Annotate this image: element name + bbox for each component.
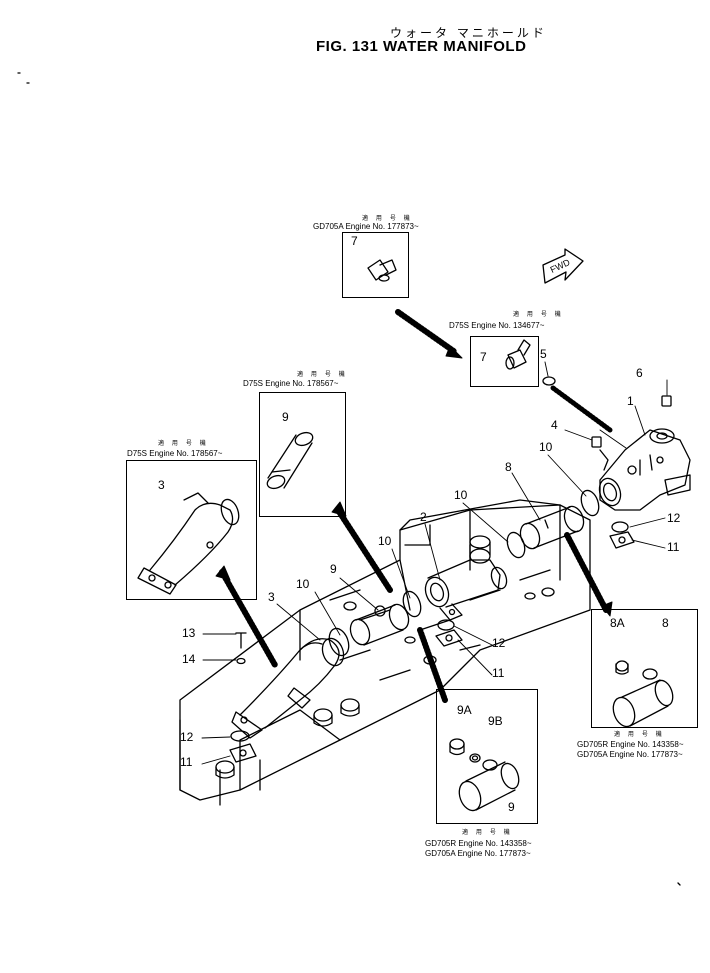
inset-box-pipe <box>259 392 346 517</box>
inset-applicability: GD705A Engine No. 177873~ <box>577 750 683 759</box>
callout-3: 3 <box>268 590 275 604</box>
callout-5: 5 <box>540 347 547 361</box>
callout-10: 10 <box>378 534 392 548</box>
pipe-9-installed <box>349 603 410 646</box>
outlet-housing-1 <box>598 428 691 511</box>
title-japanese: ウォータ マニホールド <box>390 26 547 40</box>
pipe-8-installed <box>519 505 585 550</box>
callout-6: 6 <box>636 366 643 380</box>
callout-7: 7 <box>351 234 358 248</box>
inset-art-elbow <box>137 492 240 595</box>
inset-applicability: D75S Engine No. 134677~ <box>449 321 545 330</box>
inset-applicability: D75S Engine No. 178567~ <box>243 379 339 388</box>
o-ring <box>580 489 600 517</box>
callout-9a: 9A <box>457 703 472 717</box>
callout-11: 11 <box>180 755 193 769</box>
inset-jp-label: 適 用 号 機 <box>513 311 564 318</box>
inset-applicability: D75S Engine No. 178567~ <box>127 449 223 458</box>
callout-2: 2 <box>420 510 427 524</box>
o-ring <box>402 590 422 618</box>
callout-10: 10 <box>296 577 310 591</box>
callout-11: 11 <box>667 540 680 554</box>
inset-box-elbow <box>126 460 257 600</box>
callout-9: 9 <box>282 410 289 424</box>
fwd-arrow-shape <box>542 248 584 284</box>
callout-8a: 8A <box>610 616 625 630</box>
inset-art-tee-right <box>612 660 674 728</box>
inset-box-tee-right <box>591 609 698 728</box>
inset-art-fitting-top <box>367 259 397 282</box>
callout-11: 11 <box>492 666 505 680</box>
leader-lines <box>201 361 668 765</box>
inset-applicability: GD705R Engine No. 143358~ <box>577 740 684 749</box>
inset-jp-label: 適 用 号 機 <box>614 731 665 738</box>
elbow-installed <box>231 637 345 739</box>
inset-applicability: GD705A Engine No. 177873~ <box>313 222 419 231</box>
callout-9: 9 <box>330 562 337 576</box>
callout-3: 3 <box>158 478 165 492</box>
callout-7: 7 <box>480 350 487 364</box>
callout-12: 12 <box>180 730 194 744</box>
callout-1: 1 <box>627 394 634 408</box>
transfer-arrows <box>215 309 613 703</box>
inset-art-tee-bottom <box>449 738 520 812</box>
inset-art-pipe <box>266 431 314 490</box>
inset-applicability: GD705R Engine No. 143358~ <box>425 839 532 848</box>
callout-4: 4 <box>551 418 558 432</box>
inset-jp-label: 適 用 号 機 <box>297 371 348 378</box>
callout-9b: 9B <box>488 714 503 728</box>
o-ring <box>328 627 350 657</box>
callout-10: 10 <box>454 488 468 502</box>
callout-12: 12 <box>667 511 681 525</box>
callout-8: 8 <box>505 460 512 474</box>
inset-jp-label: 適 用 号 機 <box>158 440 209 447</box>
inset-box-tee-bottom <box>436 689 538 824</box>
callout-9: 9 <box>508 800 515 814</box>
callout-13: 13 <box>182 626 196 640</box>
callout-14: 14 <box>182 652 196 666</box>
inset-box-fitting-top <box>342 232 409 298</box>
inset-box-fitting-mid <box>470 336 539 387</box>
tee-2 <box>424 535 508 621</box>
inset-jp-label: 適 用 号 機 <box>462 829 513 836</box>
inset-art-fitting-mid <box>505 339 531 370</box>
small-parts <box>229 376 672 763</box>
inset-jp-label: 適 用 号 機 <box>362 215 413 222</box>
page-title: FIG. 131 WATER MANIFOLD <box>316 38 527 55</box>
callout-10: 10 <box>539 440 553 454</box>
inset-applicability: GD705A Engine No. 177873~ <box>425 849 531 858</box>
callout-8: 8 <box>662 616 669 630</box>
callout-12: 12 <box>492 636 506 650</box>
